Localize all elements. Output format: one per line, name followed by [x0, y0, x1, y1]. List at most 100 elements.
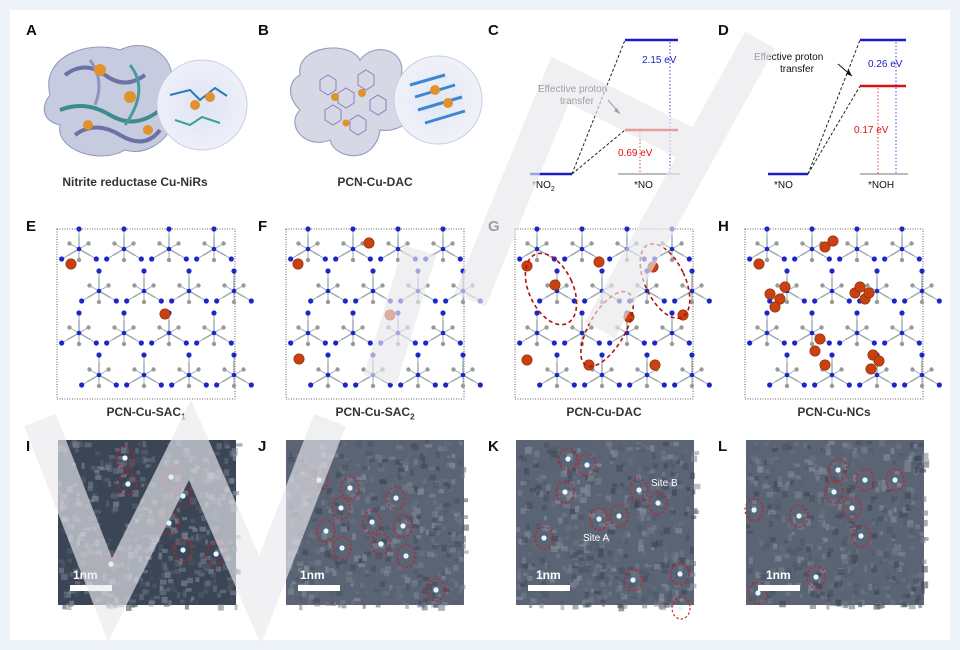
atom-node [341, 325, 346, 330]
atom-circle [828, 458, 848, 482]
cu-atom [764, 288, 776, 300]
atom-node [378, 256, 384, 262]
atom-node [699, 283, 704, 288]
atom-node [333, 340, 339, 346]
atom-node [571, 382, 577, 388]
atom-node [87, 283, 92, 288]
atom-node [909, 241, 914, 246]
atom-node [829, 372, 835, 378]
bright-atom [796, 513, 802, 519]
atom-node [425, 367, 430, 372]
atom-node [203, 298, 209, 304]
atom-node [864, 325, 869, 330]
panel-label-g: G [488, 218, 500, 235]
atom-node [544, 325, 549, 330]
atom-node [141, 299, 147, 305]
atom-node [689, 352, 695, 358]
atom-node [599, 268, 605, 274]
scalebar [70, 585, 112, 591]
atom-node [801, 382, 807, 388]
atom-node [874, 268, 880, 274]
atom-node [360, 325, 365, 330]
atom-node [582, 382, 588, 388]
atom-node [764, 341, 770, 347]
atom-node [214, 382, 220, 388]
bright-atom [655, 500, 661, 506]
atom-node [460, 352, 466, 358]
atom-circle [623, 568, 643, 592]
atom-node [784, 299, 790, 305]
atom-node [902, 298, 908, 304]
atom-node [596, 340, 602, 346]
atom-node [194, 256, 200, 262]
cu-atom [809, 345, 821, 357]
state-no-label-c: *NO [634, 180, 653, 191]
atom-node [829, 383, 835, 389]
atom-node [644, 383, 650, 389]
atom-circle [577, 453, 597, 477]
atom-node [534, 246, 540, 252]
atom-node [370, 372, 376, 378]
atom-node [96, 268, 102, 274]
atom-node [800, 241, 805, 246]
atom-node [544, 241, 549, 246]
atom-node [764, 257, 770, 263]
atom-node [599, 288, 605, 294]
atom-node [826, 340, 832, 346]
atom-node [809, 310, 815, 316]
atom-node [641, 256, 647, 262]
atom-circle [555, 480, 575, 504]
state-no2-label: *NO2 [532, 180, 555, 193]
atom-node [211, 341, 217, 347]
cu-atom [779, 281, 791, 293]
panel-label-h: H [718, 218, 729, 235]
scalebar [758, 585, 800, 591]
bright-atom [616, 513, 622, 519]
atom-circle [371, 532, 391, 556]
atom-node [211, 226, 217, 232]
atom-node [350, 226, 356, 232]
atom-node [138, 340, 144, 346]
atom-node [367, 340, 373, 346]
atom-node [579, 226, 585, 232]
atom-node [361, 367, 366, 372]
atom-node [412, 256, 418, 262]
atom-node [76, 330, 82, 336]
atom-node [599, 383, 605, 389]
atom-node [121, 341, 127, 347]
cu-atom [819, 359, 831, 371]
atom-node [106, 283, 111, 288]
atom-node [59, 256, 65, 262]
atom-node [689, 372, 695, 378]
atom-node [919, 352, 925, 358]
cu-atom [647, 261, 659, 273]
atom-node [652, 256, 658, 262]
bright-atom [122, 455, 128, 461]
atom-node [86, 325, 91, 330]
atom-node [166, 330, 172, 336]
annotation-d-line1: Effective proton [754, 52, 823, 63]
cu-atom [819, 241, 831, 253]
atom-node [929, 367, 934, 372]
atom-node [335, 283, 340, 288]
atom-node [589, 241, 594, 246]
atom-node [899, 330, 905, 336]
atom-node [158, 382, 164, 388]
atom-node [579, 246, 585, 252]
atom-node [231, 372, 237, 378]
stem-image-j: 1nm [286, 440, 469, 611]
cu-atom [293, 353, 305, 365]
atom-node [689, 383, 695, 389]
atom-node [812, 298, 818, 304]
atom-node [322, 256, 328, 262]
bright-atom [678, 605, 684, 611]
atom-node [121, 246, 127, 252]
atom-node [132, 367, 137, 372]
atom-node [316, 367, 321, 372]
atom-node [132, 283, 137, 288]
stem-image-l: 1nm [744, 440, 930, 610]
atom-node [854, 257, 860, 263]
atom-node [792, 340, 798, 346]
atom-node [820, 283, 825, 288]
atom-node [564, 283, 569, 288]
